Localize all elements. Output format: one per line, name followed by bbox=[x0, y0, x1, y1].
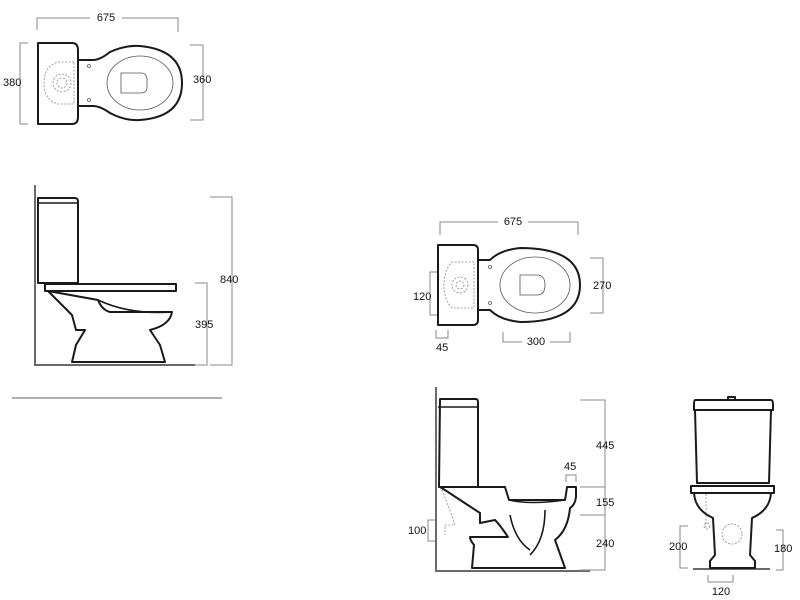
dim-label-outlet-height: 180 bbox=[774, 543, 792, 555]
dim-label-total-height: 840 bbox=[220, 274, 238, 286]
dim-label-inlet: 100 bbox=[408, 525, 426, 537]
bowl-outline bbox=[47, 290, 173, 363]
dim-label-outlet-width: 120 bbox=[712, 586, 730, 598]
dim-label-fixing: 120 bbox=[413, 291, 431, 303]
wall-and-floor bbox=[435, 387, 590, 572]
tank-outline bbox=[37, 197, 79, 284]
bowl-outline bbox=[477, 247, 581, 323]
side-view-middle: 445 155 240 45 100 bbox=[408, 387, 614, 572]
dim-line-total-height bbox=[210, 196, 233, 366]
dim-label-width: 675 bbox=[97, 12, 115, 24]
dim-label-width: 675 bbox=[504, 216, 522, 228]
dim-label-bowl-height: 155 bbox=[596, 497, 614, 509]
bowl-outline bbox=[693, 492, 772, 569]
bowl-outline bbox=[76, 44, 183, 122]
dim-label-inlet: 200 bbox=[669, 541, 687, 553]
plan-view-middle: 675 270 120 45 300 bbox=[413, 216, 611, 354]
dim-line-width bbox=[439, 221, 579, 235]
dim-label-rim: 45 bbox=[564, 461, 576, 473]
side-view-left: 840 395 bbox=[34, 185, 238, 366]
dim-line-inlet bbox=[679, 525, 688, 569]
dim-label-tank-offset: 45 bbox=[436, 342, 448, 354]
dim-line-fixing bbox=[429, 271, 437, 316]
dim-label-seat-height: 395 bbox=[195, 319, 213, 331]
dim-line-bowl-width bbox=[590, 257, 604, 314]
tank-outline bbox=[437, 244, 479, 326]
front-view-right: 200 180 120 bbox=[669, 396, 792, 598]
wall-and-floor bbox=[34, 185, 195, 366]
dim-line-outlet bbox=[502, 332, 571, 343]
dim-line-width bbox=[36, 17, 179, 32]
dim-line-depth bbox=[19, 42, 28, 125]
dim-label-base-height: 240 bbox=[596, 538, 614, 550]
dim-line-outlet-height bbox=[776, 529, 784, 571]
dim-line-tank-offset bbox=[435, 330, 449, 339]
dim-label-bowl-width: 360 bbox=[193, 74, 211, 86]
dim-line-bowl-width bbox=[190, 44, 204, 121]
plan-view-top-left: 675 380 360 bbox=[3, 12, 211, 125]
dim-line-rim bbox=[565, 474, 577, 482]
tank-outline bbox=[694, 409, 772, 484]
dim-line-inlet bbox=[427, 519, 435, 542]
dim-line-seat-height bbox=[195, 282, 208, 366]
dim-label-depth: 380 bbox=[3, 77, 21, 89]
dim-label-tank-height: 445 bbox=[596, 440, 614, 452]
dim-label-bowl-width: 270 bbox=[593, 280, 611, 292]
seat-outline bbox=[690, 485, 775, 494]
seat-outline bbox=[44, 283, 177, 292]
tank-outline bbox=[438, 398, 479, 488]
dim-line-outlet-width bbox=[707, 575, 734, 583]
bowl-outline bbox=[439, 486, 577, 569]
dim-label-outlet: 300 bbox=[527, 336, 545, 348]
dim-line-heights bbox=[580, 399, 606, 571]
tank-lid bbox=[693, 399, 774, 411]
